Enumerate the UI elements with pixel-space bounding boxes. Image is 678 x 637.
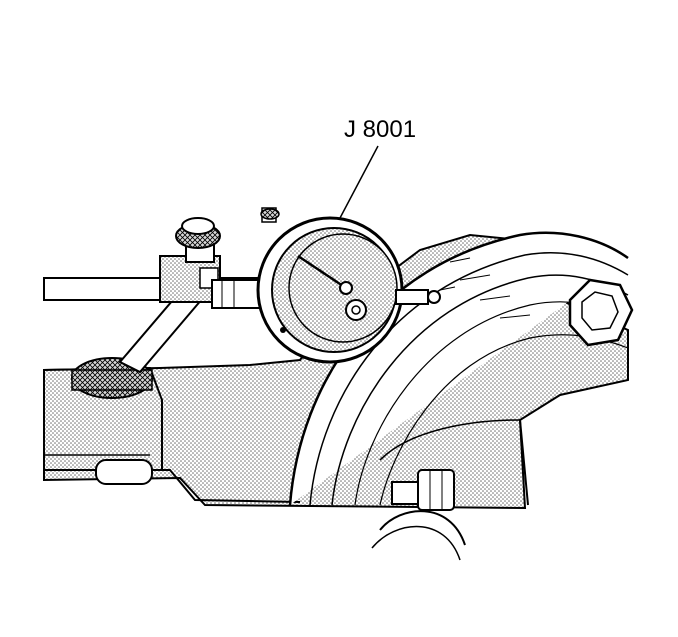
callout-leader bbox=[339, 145, 379, 219]
lug-nut-icon bbox=[568, 278, 634, 347]
lower-bolt-icon bbox=[371, 469, 466, 561]
dial-indicator-icon bbox=[256, 207, 441, 364]
wheel-hub-icon bbox=[288, 231, 629, 506]
clamp-knob-icon bbox=[159, 217, 269, 309]
tool-callout-label: J 8001 bbox=[344, 116, 417, 143]
